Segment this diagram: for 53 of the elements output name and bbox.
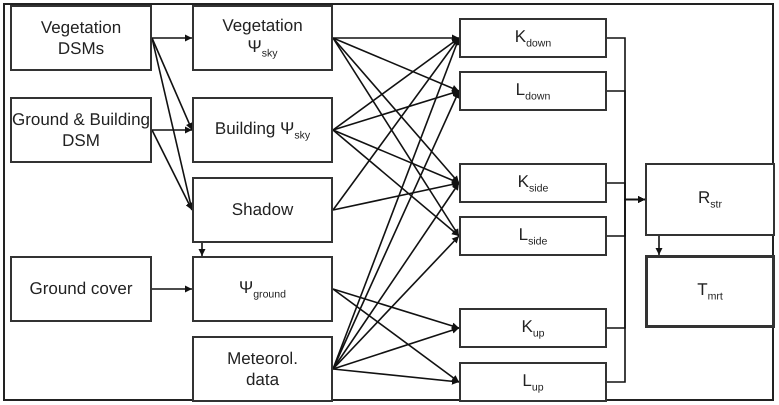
arrow <box>332 235 460 370</box>
box-label: T$_{mrt}$ <box>697 279 723 304</box>
process-box <box>645 255 775 328</box>
box-label: Ground cover <box>30 278 132 300</box>
box-label: Shadow <box>232 199 294 221</box>
arrow <box>607 196 645 383</box>
arrow <box>332 326 460 370</box>
process-box <box>192 256 333 322</box>
arrow <box>332 288 460 383</box>
arrow <box>332 129 460 184</box>
arrow <box>332 129 460 237</box>
arrow <box>332 181 460 211</box>
arrow <box>332 37 460 92</box>
arrow <box>332 90 460 131</box>
box-label: Vegetation DSMs <box>40 16 122 60</box>
box-label: L$_{side}$ <box>518 224 548 248</box>
box-label: R$_{str}$ <box>698 187 722 212</box>
box-label: Building Ψ$_{sky}$ <box>214 118 310 142</box>
process-box <box>192 336 333 402</box>
arrow <box>152 34 192 42</box>
box-label: K$_{side}$ <box>518 170 548 196</box>
arrow <box>332 37 460 131</box>
box-label: L$_{up}$ <box>522 370 544 394</box>
process-box <box>459 362 607 402</box>
process-box <box>10 97 152 163</box>
process-box <box>645 163 775 236</box>
process-box <box>459 216 607 256</box>
process-box <box>10 5 152 71</box>
arrow <box>152 126 192 134</box>
box-label: Vegetation Ψ$_{sky}$ <box>221 15 304 61</box>
box-label: K$_{down}$ <box>514 26 552 50</box>
arrow <box>152 286 192 292</box>
arrow <box>333 34 459 42</box>
process-box <box>192 5 333 71</box>
arrow <box>332 368 460 385</box>
arrow <box>656 236 662 255</box>
arrow <box>332 37 460 184</box>
arrow <box>151 130 193 210</box>
process-box <box>459 163 607 203</box>
box-label: K$_{up}$ <box>521 316 545 340</box>
box-label: Ground & Building DSM <box>12 108 150 152</box>
process-box <box>459 308 607 348</box>
box-label: Meteorol. data <box>226 348 299 390</box>
arrow <box>198 243 206 256</box>
process-box <box>459 71 607 111</box>
process-box <box>10 256 152 322</box>
arrow <box>151 38 193 130</box>
process-box <box>459 18 607 58</box>
arrow <box>332 288 460 330</box>
process-box <box>192 97 333 163</box>
process-box <box>192 177 333 243</box>
box-label: L$_{down}$ <box>516 78 550 104</box>
box-label: Ψ$_{ground}$ <box>239 276 286 302</box>
